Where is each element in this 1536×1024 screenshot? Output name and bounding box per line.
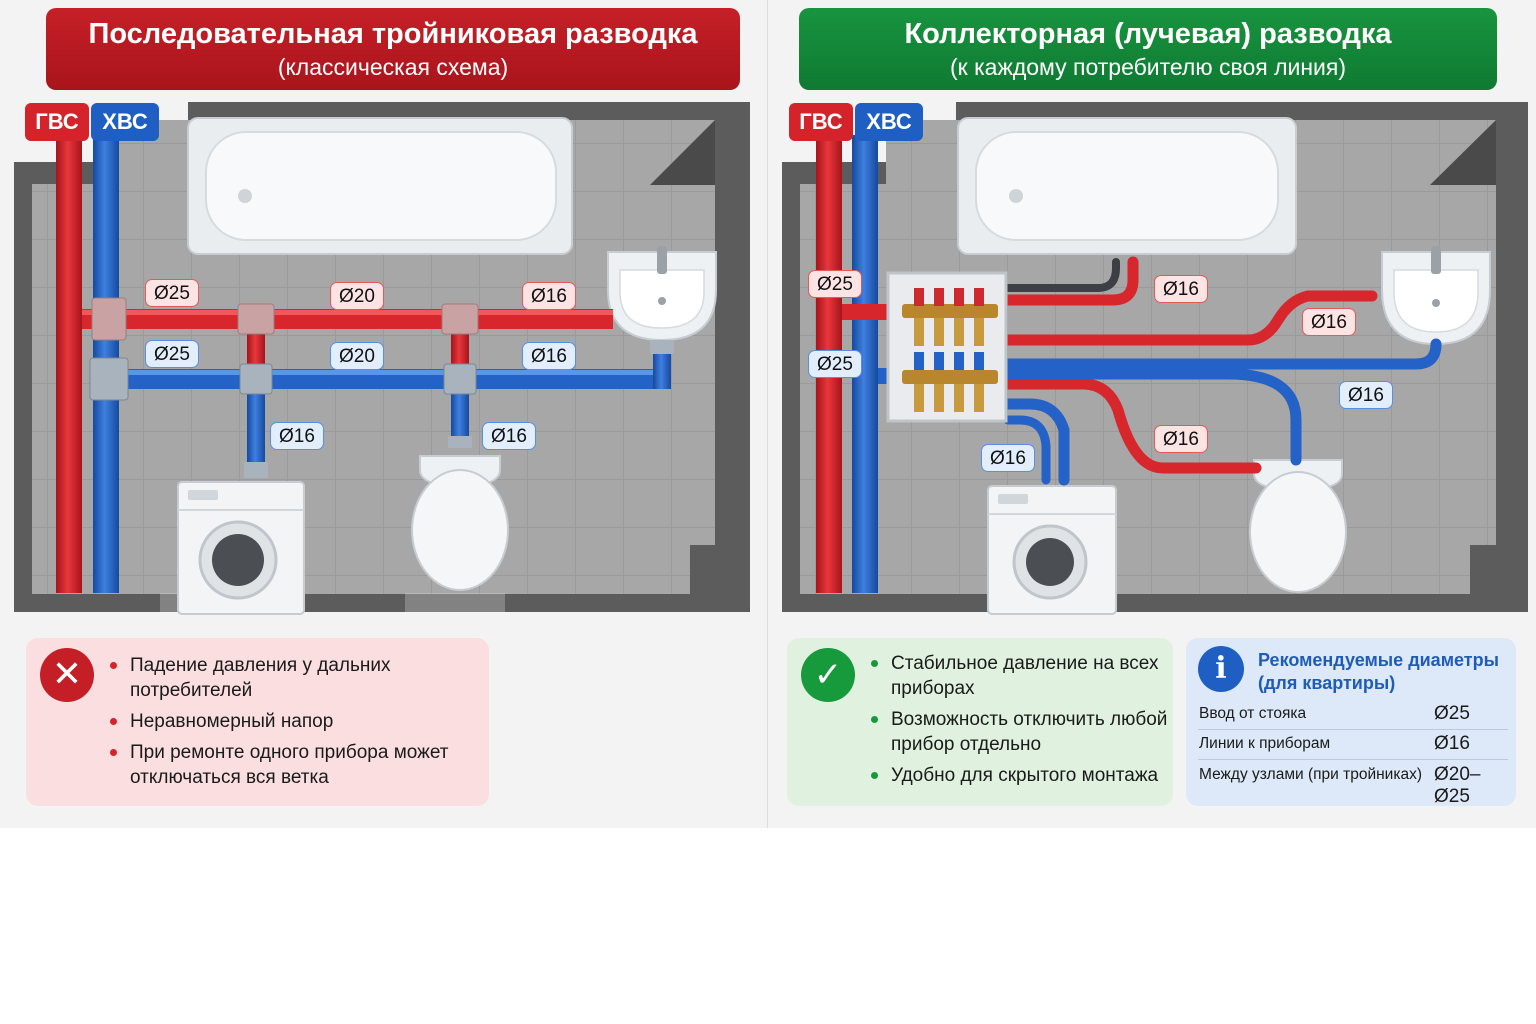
info-title: Рекомендуемые диаметры (для квартиры) (1258, 650, 1499, 693)
left-cold-end-diameter: Ø16 (522, 342, 576, 370)
left-title: Последовательная тройниковая разводка (88, 18, 698, 50)
check-icon: ✓ (801, 648, 855, 702)
sink-icon (1381, 246, 1491, 346)
bathtub-icon (187, 117, 573, 255)
left-hot-tag: ГВС (25, 103, 89, 141)
list-item: Стабильное давление на всех приборах (869, 651, 1169, 701)
right-sink-hot-diameter: Ø16 (1302, 308, 1356, 336)
right-sink-cold-diameter: Ø16 (1339, 381, 1393, 409)
right-hot-inlet-diameter: Ø25 (808, 270, 862, 298)
right-header: Коллекторная (лучевая) разводка (к каждо… (799, 8, 1497, 90)
right-cold-tag: ХВС (855, 103, 923, 141)
spec-label: Линии к приборам (1199, 735, 1331, 752)
left-toilet-diameter: Ø16 (482, 422, 536, 450)
right-floor-plan (782, 102, 1528, 615)
list-item: Неравномерный напор (108, 709, 478, 734)
right-advantages-list: Стабильное давление на всех приборах Воз… (869, 651, 1169, 794)
right-cold-inlet-diameter: Ø25 (808, 350, 862, 378)
spec-row: Между узлами (при тройниках) Ø20–Ø25 (1198, 761, 1508, 807)
left-cold-tag: ХВС (91, 103, 159, 141)
left-cold-riser-diameter: Ø25 (145, 340, 199, 368)
info-icon: i (1198, 646, 1244, 692)
toilet-icon (411, 455, 509, 591)
list-item: Падение давления у дальних потребителей (108, 653, 478, 703)
spec-label: Между узлами (при тройниках) (1199, 766, 1422, 783)
left-floor-plan (14, 102, 750, 615)
right-toilet-diameter: Ø16 (1154, 425, 1208, 453)
spec-value: Ø25 (1434, 703, 1470, 724)
spec-label: Ввод от стояка (1199, 705, 1307, 722)
spec-row: Ввод от стояка Ø25 (1198, 700, 1508, 730)
right-washer-diameter: Ø16 (981, 444, 1035, 472)
left-subtitle: (классическая схема) (277, 54, 509, 80)
washing-machine-icon (177, 481, 305, 615)
left-hot-end-diameter: Ø16 (522, 282, 576, 310)
left-cold-mid-diameter: Ø20 (330, 342, 384, 370)
sink-icon (607, 246, 717, 342)
manifold-icon (886, 271, 1008, 423)
cross-icon: ✕ (40, 648, 94, 702)
panel-divider (767, 0, 768, 828)
right-bath-diameter: Ø16 (1154, 275, 1208, 303)
bathtub-icon (957, 117, 1297, 255)
toilet-icon (1249, 459, 1347, 593)
right-subtitle: (к каждому потребителю своя линия) (949, 54, 1347, 80)
spec-row: Линии к приборам Ø16 (1198, 730, 1508, 760)
list-item: Удобно для скрытого монтажа (869, 763, 1169, 788)
right-advantages-box: ✓ Стабильное давление на всех приборах В… (787, 638, 1173, 806)
left-drawbacks-box: ✕ Падение давления у дальних потребителе… (26, 638, 489, 806)
list-item: Возможность отключить любой прибор отдел… (869, 707, 1169, 757)
spec-value: Ø20–Ø25 (1434, 764, 1481, 807)
left-washer-diameter: Ø16 (270, 422, 324, 450)
list-item: При ремонте одного прибора может отключа… (108, 740, 478, 790)
left-header: Последовательная тройниковая разводка (к… (46, 8, 740, 90)
left-hot-mid-diameter: Ø20 (330, 282, 384, 310)
right-radial-hot-lines (1002, 256, 1378, 474)
right-radial-cold-lines (1002, 338, 1442, 486)
right-title: Коллекторная (лучевая) разводка (904, 18, 1392, 50)
left-tee-fittings (89, 297, 674, 478)
spec-value: Ø16 (1434, 733, 1470, 754)
right-hot-tag: ГВС (789, 103, 853, 141)
recommended-diameters-box: i Рекомендуемые диаметры (для квартиры) … (1186, 638, 1516, 807)
washing-machine-icon (987, 485, 1117, 615)
left-drawbacks-list: Падение давления у дальних потребителей … (108, 653, 478, 796)
left-hot-riser-diameter: Ø25 (145, 279, 199, 307)
